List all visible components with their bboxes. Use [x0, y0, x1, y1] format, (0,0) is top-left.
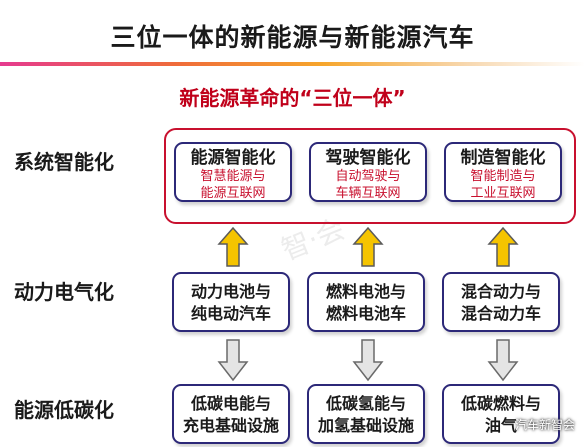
- arrow-down-icon: [487, 339, 519, 382]
- box-line: 加氢基础设施: [317, 416, 414, 435]
- box-energy-intelligence: 能源智能化 智慧能源与 能源互联网: [174, 142, 292, 202]
- box-subtext: 自动驾驶与: [335, 169, 401, 184]
- box-low-carbon-fuel: 低碳燃料与 油气: [442, 384, 560, 444]
- box-line: 混合动力车: [460, 304, 541, 323]
- box-low-carbon-hydrogen: 低碳氢能与 加氢基础设施: [307, 384, 425, 444]
- box-line: 燃料电池与: [325, 282, 406, 301]
- box-line: 低碳燃料与: [460, 394, 541, 413]
- box-line: 动力电池与: [190, 282, 271, 301]
- box-line: 低碳氢能与: [325, 394, 406, 413]
- box-title: 驾驶智能化: [325, 148, 411, 168]
- box-subtext: 智能制造与: [470, 169, 536, 184]
- source-credit: 汽车新智会: [514, 418, 575, 432]
- arrow-up-icon: [217, 226, 249, 267]
- diagram-subtitle: 新能源革命的“三位一体”: [179, 86, 406, 110]
- row-label-system-intelligence: 系统智能化: [14, 150, 114, 174]
- box-driving-intelligence: 驾驶智能化 自动驾驶与 车辆互联网: [309, 142, 427, 202]
- box-manufacturing-intelligence: 制造智能化 智能制造与 工业互联网: [444, 142, 562, 202]
- box-subtext: 能源互联网: [200, 186, 266, 201]
- box-line: 燃料电池车: [325, 304, 406, 323]
- box-subtext: 车辆互联网: [335, 186, 401, 201]
- box-subtext: 智慧能源与: [200, 169, 266, 184]
- arrow-down-icon: [352, 339, 384, 382]
- box-line: 纯电动汽车: [190, 304, 271, 323]
- intelligence-group-frame: [164, 128, 576, 224]
- arrow-up-icon: [352, 226, 384, 267]
- page-title: 三位一体的新能源与新能源汽车: [110, 23, 475, 52]
- box-fuel-cell: 燃料电池与 燃料电池车: [307, 272, 425, 332]
- box-title: 制造智能化: [460, 148, 546, 168]
- box-line: 油气: [484, 416, 517, 435]
- arrow-up-icon: [487, 226, 519, 267]
- box-title: 能源智能化: [190, 148, 276, 168]
- title-divider: [0, 62, 585, 66]
- box-battery-ev: 动力电池与 纯电动汽车: [172, 272, 290, 332]
- row-label-power-electrification: 动力电气化: [14, 280, 114, 304]
- row-label-energy-decarbonization: 能源低碳化: [14, 398, 114, 422]
- box-line: 充电基础设施: [182, 416, 279, 435]
- box-low-carbon-electricity: 低碳电能与 充电基础设施: [172, 384, 290, 444]
- arrow-down-icon: [217, 339, 249, 382]
- box-subtext: 工业互联网: [470, 186, 536, 201]
- box-hybrid: 混合动力与 混合动力车: [442, 272, 560, 332]
- box-line: 混合动力与: [460, 282, 541, 301]
- box-line: 低碳电能与: [190, 394, 271, 413]
